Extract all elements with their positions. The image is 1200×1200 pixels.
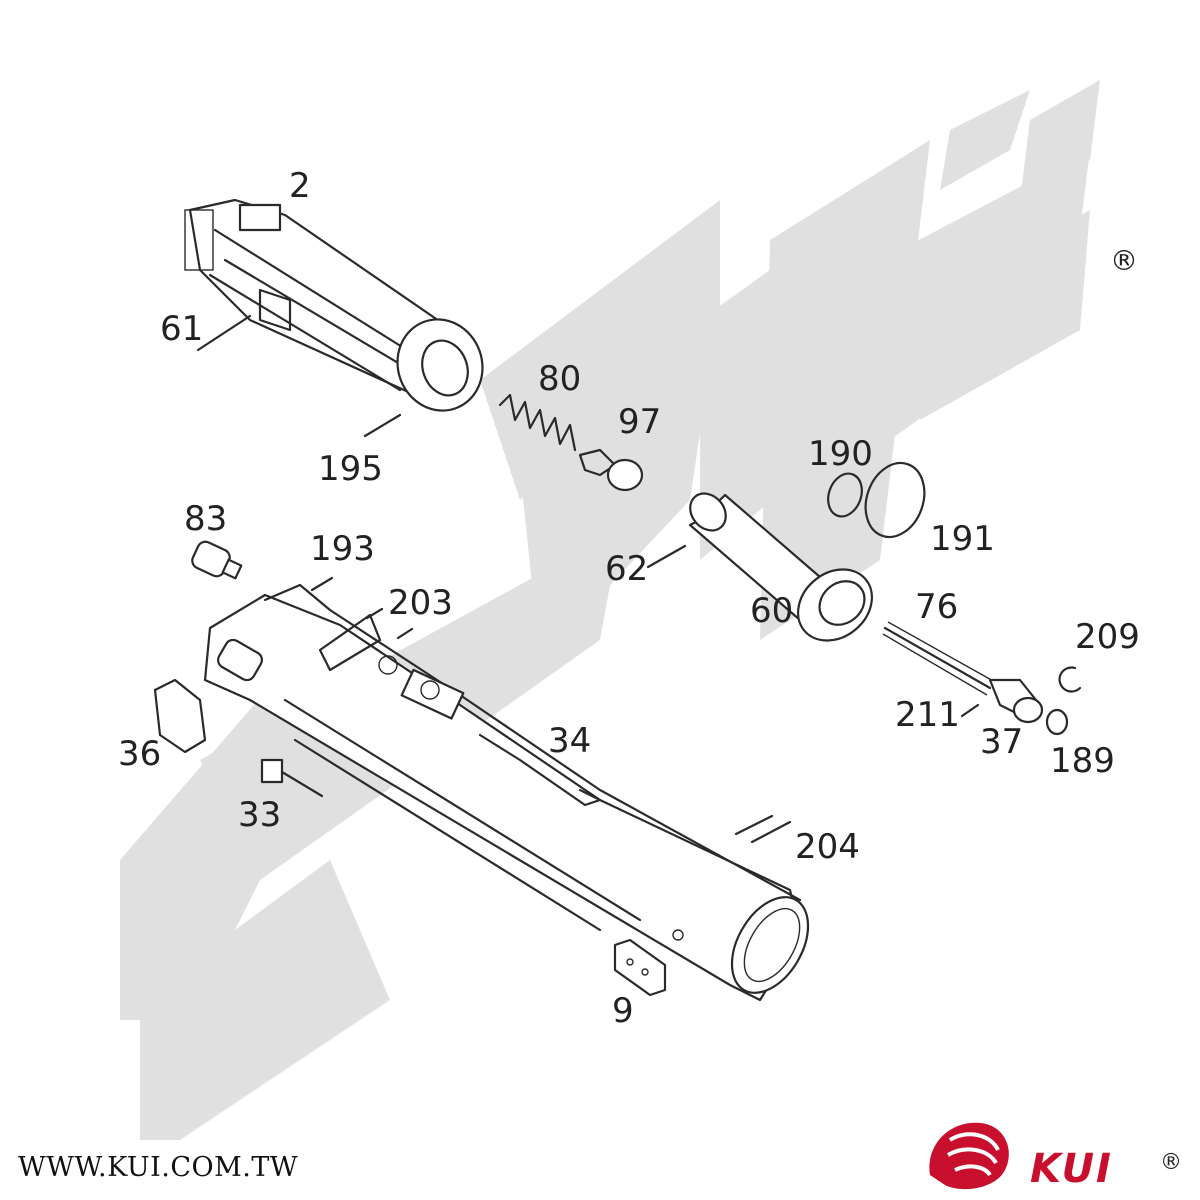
part-label-193: 193 [310,529,375,569]
brand-logo-text: KUI [1030,1146,1113,1192]
part-label-211: 211 [895,695,960,735]
part-189-washer [1045,708,1069,736]
part-label-9: 9 [612,991,634,1031]
part-195-pin [363,413,402,438]
registered-mark-brand: ® [1160,1150,1182,1175]
part-label-209: 209 [1075,617,1140,657]
part-203-pin-b [396,627,414,640]
part-label-189: 189 [1050,741,1115,781]
part-209-clip [1058,666,1082,693]
part-label-37: 37 [980,722,1023,762]
part-label-191: 191 [930,519,995,559]
part-80-spring [498,393,577,452]
part-204-pin-b [750,820,792,844]
part-190-o-ring [827,472,863,518]
registered-mark-top: ® [1110,244,1138,277]
part-label-80: 80 [538,359,581,399]
part-labels: 2 61 195 80 97 190 191 83 193 203 62 60 76 209 36 211 37… [118,166,1140,1031]
part-191-ring [864,461,926,539]
part-62-pin [646,544,687,569]
part-label-62: 62 [605,549,648,589]
part-label-2: 2 [289,166,311,206]
part-label-60: 60 [750,591,793,631]
part-34-receiver [203,583,810,1002]
part-76-spring-guide [882,621,1044,724]
part-211-pin [960,703,980,718]
part-label-34: 34 [548,721,591,761]
part-33-pin-bracket [260,758,324,798]
part-label-190: 190 [808,434,873,474]
part-label-33: 33 [238,795,281,835]
lion-head-icon [929,1122,1009,1190]
part-193-pin [310,576,334,592]
part-label-76: 76 [915,587,958,627]
part-60-nozzle [688,492,874,642]
part-2-bolt-assembly [184,198,484,412]
part-9-block [613,938,667,997]
part-label-61: 61 [160,309,203,349]
part-label-195: 195 [318,449,383,489]
part-label-97: 97 [618,402,661,442]
website-url[interactable]: WWW.KUI.COM.TW [18,1152,299,1183]
part-label-36: 36 [118,734,161,774]
part-label-83: 83 [184,499,227,539]
part-label-203: 203 [388,583,453,623]
part-label-204: 204 [795,827,860,867]
part-36-cap [153,678,207,754]
part-83-plug [191,540,243,580]
part-61-pin [196,314,252,352]
part-204-pin [734,814,774,836]
part-97-valve [578,448,644,492]
